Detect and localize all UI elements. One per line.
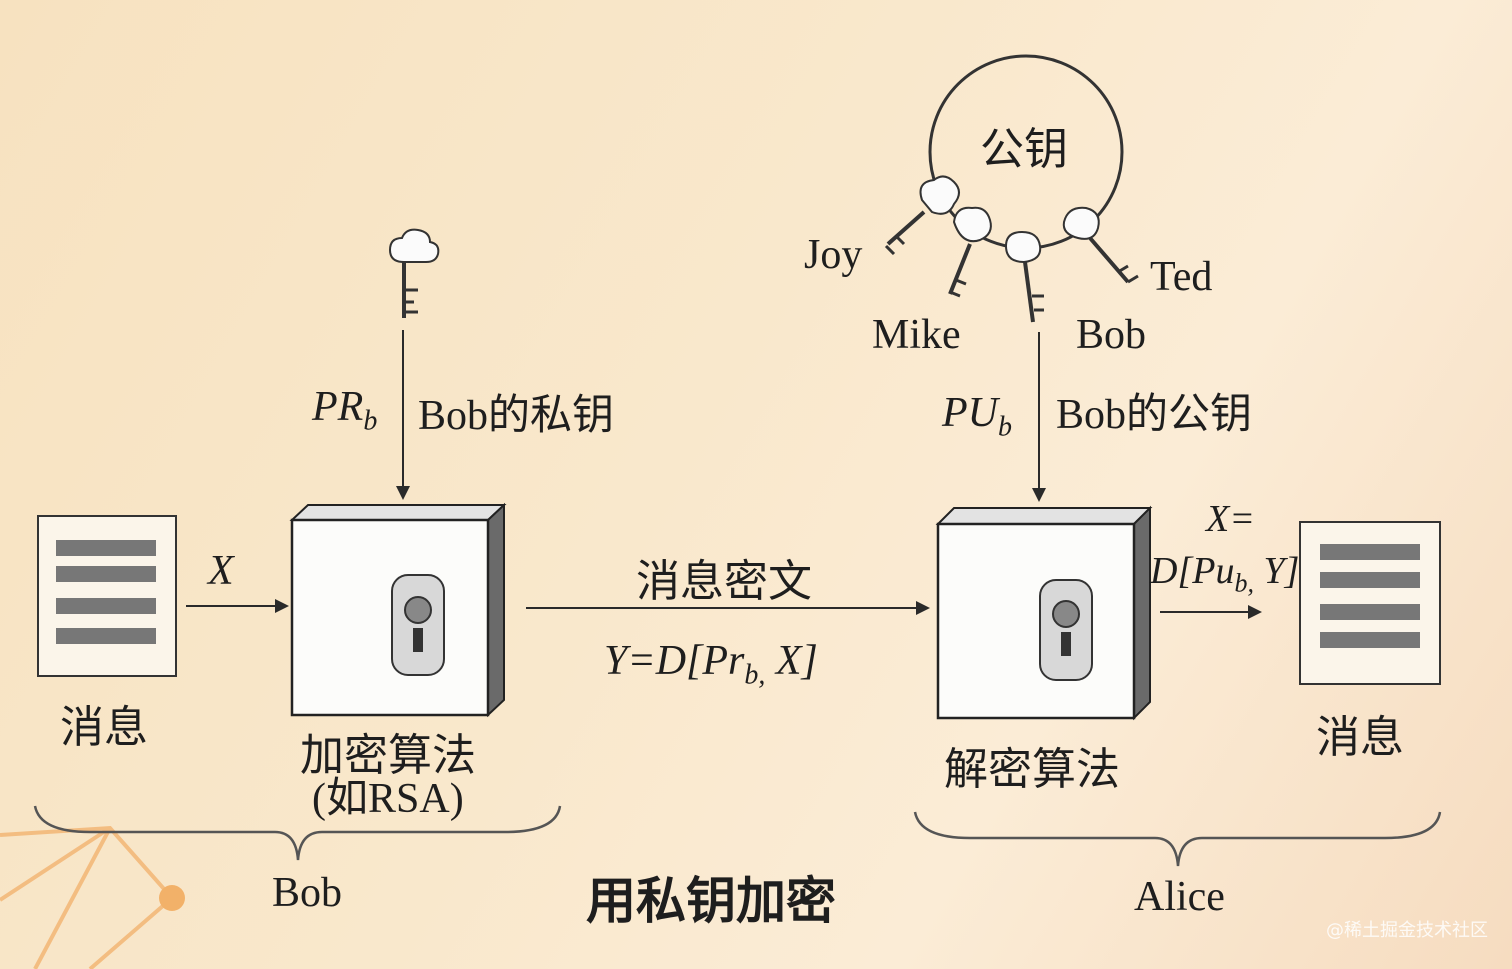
decrypt-algo-label: 解密算法 xyxy=(944,744,1120,795)
brace-alice xyxy=(913,811,1442,867)
key-name-joy: Joy xyxy=(804,232,863,278)
decor-network xyxy=(0,825,185,969)
ciphertext-label: 消息密文 xyxy=(636,556,812,607)
key-name-bob: Bob xyxy=(1076,312,1147,358)
message-document-right-icon xyxy=(1299,521,1441,685)
group-label-bob: Bob xyxy=(272,870,343,916)
private-key-icon xyxy=(388,228,440,318)
diagram-title: 用私钥加密 xyxy=(586,872,836,930)
message-label-left: 消息 xyxy=(60,702,148,753)
brace-bob xyxy=(33,805,562,861)
output-formula-line1: X= xyxy=(1206,498,1255,540)
watermark: @稀土掘金技术社区 xyxy=(1326,920,1488,941)
private-key-symbol: PRb xyxy=(312,384,378,437)
decrypt-box-icon xyxy=(935,505,1153,721)
ciphertext-formula: Y=D[Prb, X] xyxy=(604,638,818,691)
group-label-alice: Alice xyxy=(1134,874,1225,920)
encrypt-box-icon xyxy=(289,502,507,718)
key-name-mike: Mike xyxy=(872,312,961,358)
encrypt-algo-example: (如RSA) xyxy=(312,776,464,822)
public-keys-icon xyxy=(884,175,1139,323)
public-key-symbol: PUb xyxy=(942,390,1012,443)
key-name-ted: Ted xyxy=(1150,254,1213,300)
message-label-right: 消息 xyxy=(1316,712,1404,763)
private-key-label: Bob的私钥 xyxy=(418,393,615,439)
output-formula-line2: D[Pub, Y] xyxy=(1150,550,1300,598)
public-key-label: Bob的公钥 xyxy=(1056,392,1253,438)
encrypt-algo-label: 加密算法 xyxy=(300,730,476,781)
message-document-left-icon xyxy=(37,515,177,677)
x-label: X xyxy=(208,548,234,594)
key-ring-label: 公钥 xyxy=(980,124,1068,175)
